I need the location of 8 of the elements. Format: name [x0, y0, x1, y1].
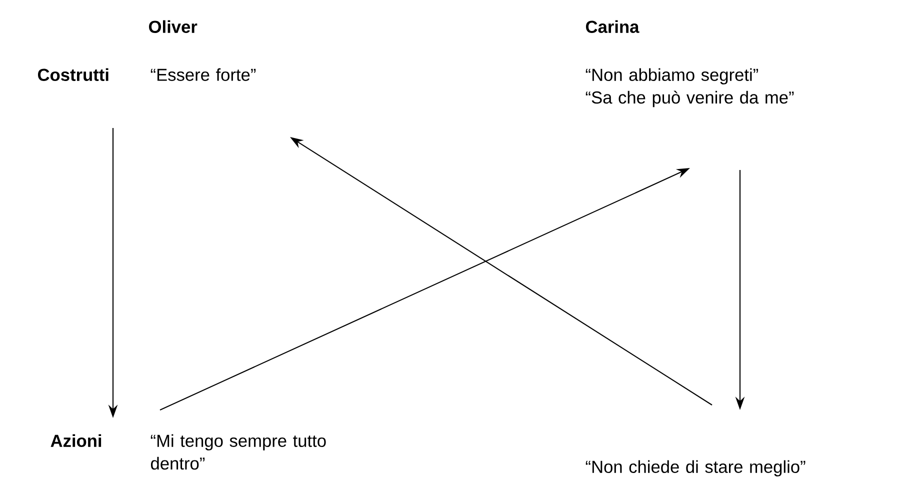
heading-label: Oliver [148, 20, 198, 33]
heading-label: Costrutti [38, 68, 108, 81]
quote-text: “Essere forte” [150, 68, 256, 81]
quote-text: “Mi tengo sempre tutto dentro” [150, 434, 326, 470]
quote-text: “Non chiede di stare meglio” [586, 460, 806, 476]
heading-label: Carina [586, 20, 640, 33]
quote-text: “Non abbiamo segreti” “Sa che può venire da me” [586, 68, 794, 108]
heading-label: Azioni [50, 434, 102, 447]
